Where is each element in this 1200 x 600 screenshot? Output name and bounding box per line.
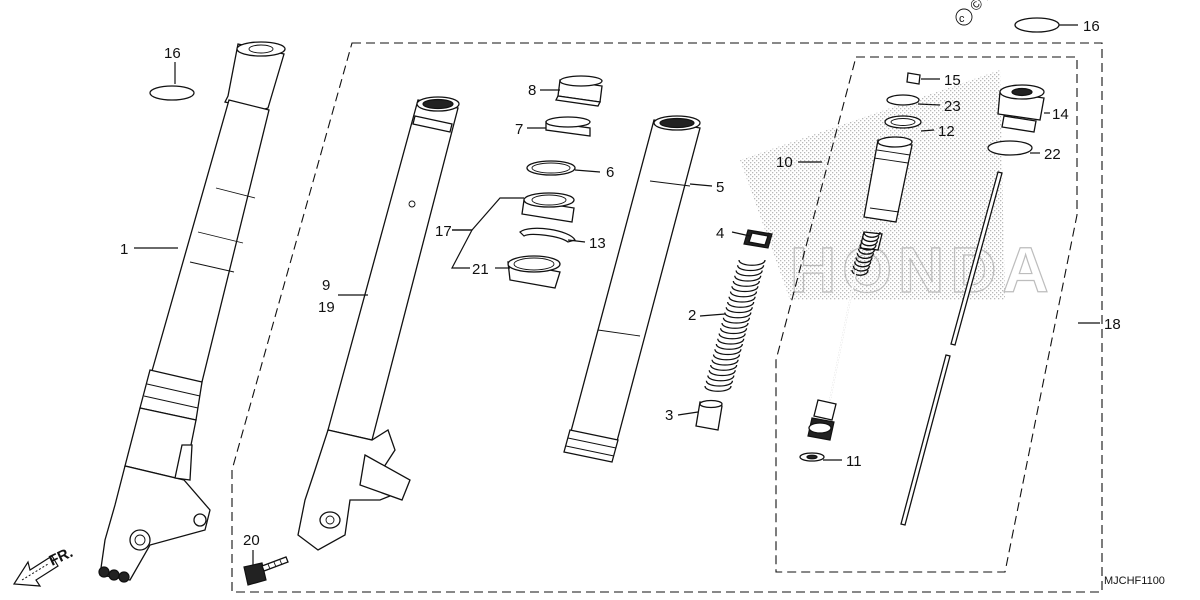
callout-20: 20 [243, 532, 260, 549]
callout-22: 22 [1044, 146, 1061, 163]
callout-23: 23 [944, 98, 961, 115]
callout-3: 3 [665, 407, 673, 424]
callout-17: 17 [435, 223, 452, 240]
callout-21: 21 [472, 261, 489, 278]
front-direction-label: FR. [47, 544, 76, 570]
spring-seat-4 [743, 229, 773, 249]
copyright-icon: c [955, 8, 973, 26]
callout-5: 5 [716, 179, 724, 196]
callout-19: 19 [318, 299, 335, 316]
front-fork-assembly-left [98, 41, 286, 583]
callout-6: 6 [606, 164, 614, 181]
callout-9: 9 [322, 277, 330, 294]
oil-seal-17 [521, 192, 575, 223]
leader-lines [134, 24, 1100, 565]
callout-8: 8 [528, 82, 536, 99]
stopper-ring-13 [519, 227, 576, 243]
nut-15 [906, 72, 921, 85]
callout-4: 4 [716, 225, 724, 242]
fork-bolt-14 [997, 84, 1045, 133]
bushing-7 [545, 116, 591, 137]
callout-18: 18 [1104, 316, 1121, 333]
dust-seal-21 [507, 255, 561, 289]
callout-1: 1 [120, 241, 128, 258]
watermark-text: HONDA [790, 234, 1055, 306]
copyright-text: © P [967, 0, 997, 15]
callout-16-left: 16 [164, 45, 181, 62]
callout-14: 14 [1052, 106, 1069, 123]
callout-11: 11 [846, 453, 862, 470]
inner-cartridge-outline [775, 56, 1078, 573]
o-ring-16-right [1014, 17, 1060, 33]
fork-assembly-outline [231, 42, 1103, 593]
bushing-8 [555, 75, 603, 107]
o-ring-16-left [149, 85, 195, 101]
washer-12 [884, 115, 922, 129]
arrow-down-left-icon [12, 555, 59, 587]
spacer-3 [695, 399, 723, 431]
callout-2: 2 [688, 307, 696, 324]
callout-16-right: 16 [1083, 18, 1100, 35]
callout-13: 13 [589, 235, 606, 252]
callout-7: 7 [515, 121, 523, 138]
fork-spring-2 [704, 259, 766, 392]
o-ring-22 [987, 140, 1033, 156]
outer-tube-9 [297, 96, 460, 551]
damper-cartridge-10 [807, 136, 913, 441]
bolt-20 [243, 556, 289, 586]
svg-text:c: c [959, 13, 965, 25]
callout-10: 10 [776, 154, 793, 171]
o-ring-23 [886, 94, 920, 106]
damper-rod [900, 171, 1003, 526]
inner-tube-5 [563, 115, 701, 463]
callout-12: 12 [938, 123, 955, 140]
diagram-code: MJCHF1100 [1104, 575, 1165, 587]
callout-15: 15 [944, 72, 961, 89]
